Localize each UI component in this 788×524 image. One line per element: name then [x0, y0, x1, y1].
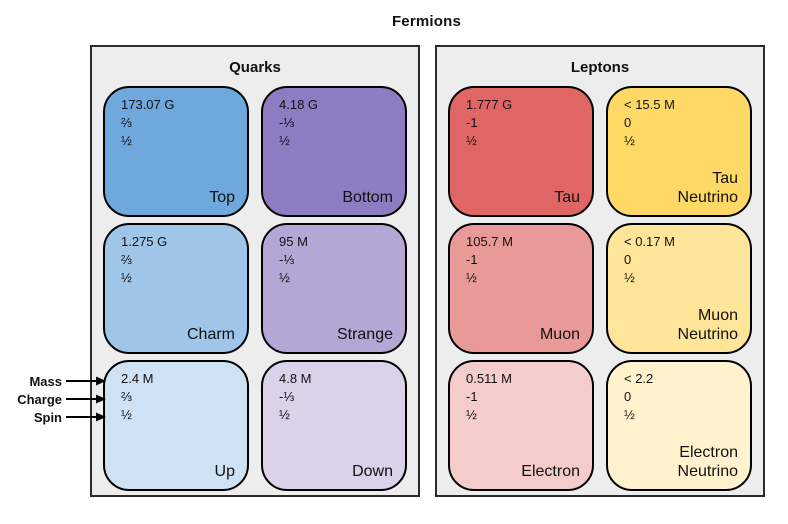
particle-stats: 4.18 G -⅓ ½: [279, 96, 393, 150]
particle-spin: ½: [466, 407, 477, 422]
particle-spin: ½: [279, 270, 290, 285]
particle-stats: < 2.2 0 ½: [624, 370, 738, 424]
particle-mass: 1.777 G: [466, 97, 513, 112]
diagram-title: Fermions: [391, 13, 462, 30]
particle-mass: < 15.5 M: [624, 97, 675, 112]
particle-spin: ½: [466, 133, 477, 148]
particle-spin: ½: [466, 270, 477, 285]
stat-pointer-labels: Mass Charge Spin: [0, 372, 106, 426]
particle-groups: Quarks 173.07 G ⅔ ½ Top 4.18 G -⅓ ½: [90, 45, 765, 497]
particle-card-charm: 1.275 G ⅔ ½ Charm: [103, 223, 249, 354]
particle-name: Electron Neutrino: [677, 444, 738, 480]
particle-card-down: 4.8 M -⅓ ½ Down: [261, 360, 407, 491]
particle-card-strange: 95 M -⅓ ½ Strange: [261, 223, 407, 354]
particle-card-up: 2.4 M ⅔ ½ Up: [103, 360, 249, 491]
particle-mass: < 2.2: [624, 371, 654, 386]
particle-spin: ½: [121, 133, 132, 148]
particle-spin: ½: [624, 133, 635, 148]
arrow-right-icon: [66, 376, 106, 386]
particle-charge: 0: [624, 115, 632, 130]
particle-stats: 1.275 G ⅔ ½: [121, 233, 235, 287]
particle-stats: 95 M -⅓ ½: [279, 233, 393, 287]
particle-card-tau: 1.777 G -1 ½ Tau: [448, 86, 594, 217]
arrow-right-icon: [66, 394, 106, 404]
arrow-right-icon: [66, 412, 106, 422]
particle-stats: 2.4 M ⅔ ½: [121, 370, 235, 424]
particle-name: Strange: [336, 326, 393, 343]
group-quarks: Quarks 173.07 G ⅔ ½ Top 4.18 G -⅓ ½: [90, 45, 420, 497]
particle-charge: ⅔: [121, 389, 132, 404]
particle-card-muon: 105.7 M -1 ½ Muon: [448, 223, 594, 354]
particle-stats: 105.7 M -1 ½: [466, 233, 580, 287]
spin-label: Spin: [33, 409, 62, 425]
particle-name: Muon: [539, 326, 580, 343]
particle-card-electron: 0.511 M -1 ½ Electron: [448, 360, 594, 491]
particle-name: Up: [214, 463, 235, 480]
particle-card-electron-neutrino: < 2.2 0 ½ Electron Neutrino: [606, 360, 752, 491]
particle-name: Muon Neutrino: [677, 307, 738, 343]
particle-mass: 2.4 M: [121, 371, 154, 386]
particle-spin: ½: [121, 270, 132, 285]
particle-name: Top: [209, 189, 235, 206]
particle-card-top: 173.07 G ⅔ ½ Top: [103, 86, 249, 217]
particle-card-muon-neutrino: < 0.17 M 0 ½ Muon Neutrino: [606, 223, 752, 354]
particle-mass: 1.275 G: [121, 234, 168, 249]
particle-mass: 95 M: [279, 234, 308, 249]
particle-mass: 4.18 G: [279, 97, 319, 112]
spin-label-row: Spin: [0, 408, 106, 426]
particle-card-bottom: 4.18 G -⅓ ½ Bottom: [261, 86, 407, 217]
particle-charge: -1: [466, 115, 478, 130]
group-leptons-title: Leptons: [570, 59, 630, 76]
particle-charge: -⅓: [279, 389, 295, 404]
particle-charge: ⅔: [121, 115, 132, 130]
particle-charge: ⅔: [121, 252, 132, 267]
particle-stats: < 15.5 M 0 ½: [624, 96, 738, 150]
group-leptons: Leptons 1.777 G -1 ½ Tau < 15.5 M 0 ½: [435, 45, 765, 497]
particle-spin: ½: [624, 407, 635, 422]
particle-mass: < 0.17 M: [624, 234, 675, 249]
particle-charge: -⅓: [279, 115, 295, 130]
particle-name: Down: [352, 463, 393, 480]
mass-label: Mass: [29, 373, 62, 389]
particle-name: Tau Neutrino: [677, 170, 738, 206]
group-quarks-title: Quarks: [229, 59, 281, 76]
particle-stats: 1.777 G -1 ½: [466, 96, 580, 150]
particle-charge: 0: [624, 252, 632, 267]
particle-spin: ½: [624, 270, 635, 285]
charge-label-row: Charge: [0, 390, 106, 408]
charge-label: Charge: [17, 391, 62, 407]
particle-name: Electron: [521, 463, 580, 480]
particle-charge: -1: [466, 252, 478, 267]
particle-card-tau-neutrino: < 15.5 M 0 ½ Tau Neutrino: [606, 86, 752, 217]
particle-charge: 0: [624, 389, 632, 404]
particle-name: Charm: [186, 326, 235, 343]
particle-mass: 4.8 M: [279, 371, 312, 386]
particle-charge: -⅓: [279, 252, 295, 267]
particle-mass: 173.07 G: [121, 97, 175, 112]
mass-label-row: Mass: [0, 372, 106, 390]
particle-mass: 0.511 M: [466, 371, 513, 386]
particle-name: Bottom: [342, 189, 393, 206]
particle-stats: 4.8 M -⅓ ½: [279, 370, 393, 424]
particle-stats: 0.511 M -1 ½: [466, 370, 580, 424]
particle-name: Tau: [554, 189, 580, 206]
particle-charge: -1: [466, 389, 478, 404]
particle-mass: 105.7 M: [466, 234, 513, 249]
particle-spin: ½: [121, 407, 132, 422]
quarks-card-grid: 173.07 G ⅔ ½ Top 4.18 G -⅓ ½ Bottom: [103, 86, 407, 491]
particle-spin: ½: [279, 133, 290, 148]
leptons-card-grid: 1.777 G -1 ½ Tau < 15.5 M 0 ½ Tau Neutri…: [448, 86, 752, 491]
particle-spin: ½: [279, 407, 290, 422]
particle-stats: < 0.17 M 0 ½: [624, 233, 738, 287]
particle-stats: 173.07 G ⅔ ½: [121, 96, 235, 150]
